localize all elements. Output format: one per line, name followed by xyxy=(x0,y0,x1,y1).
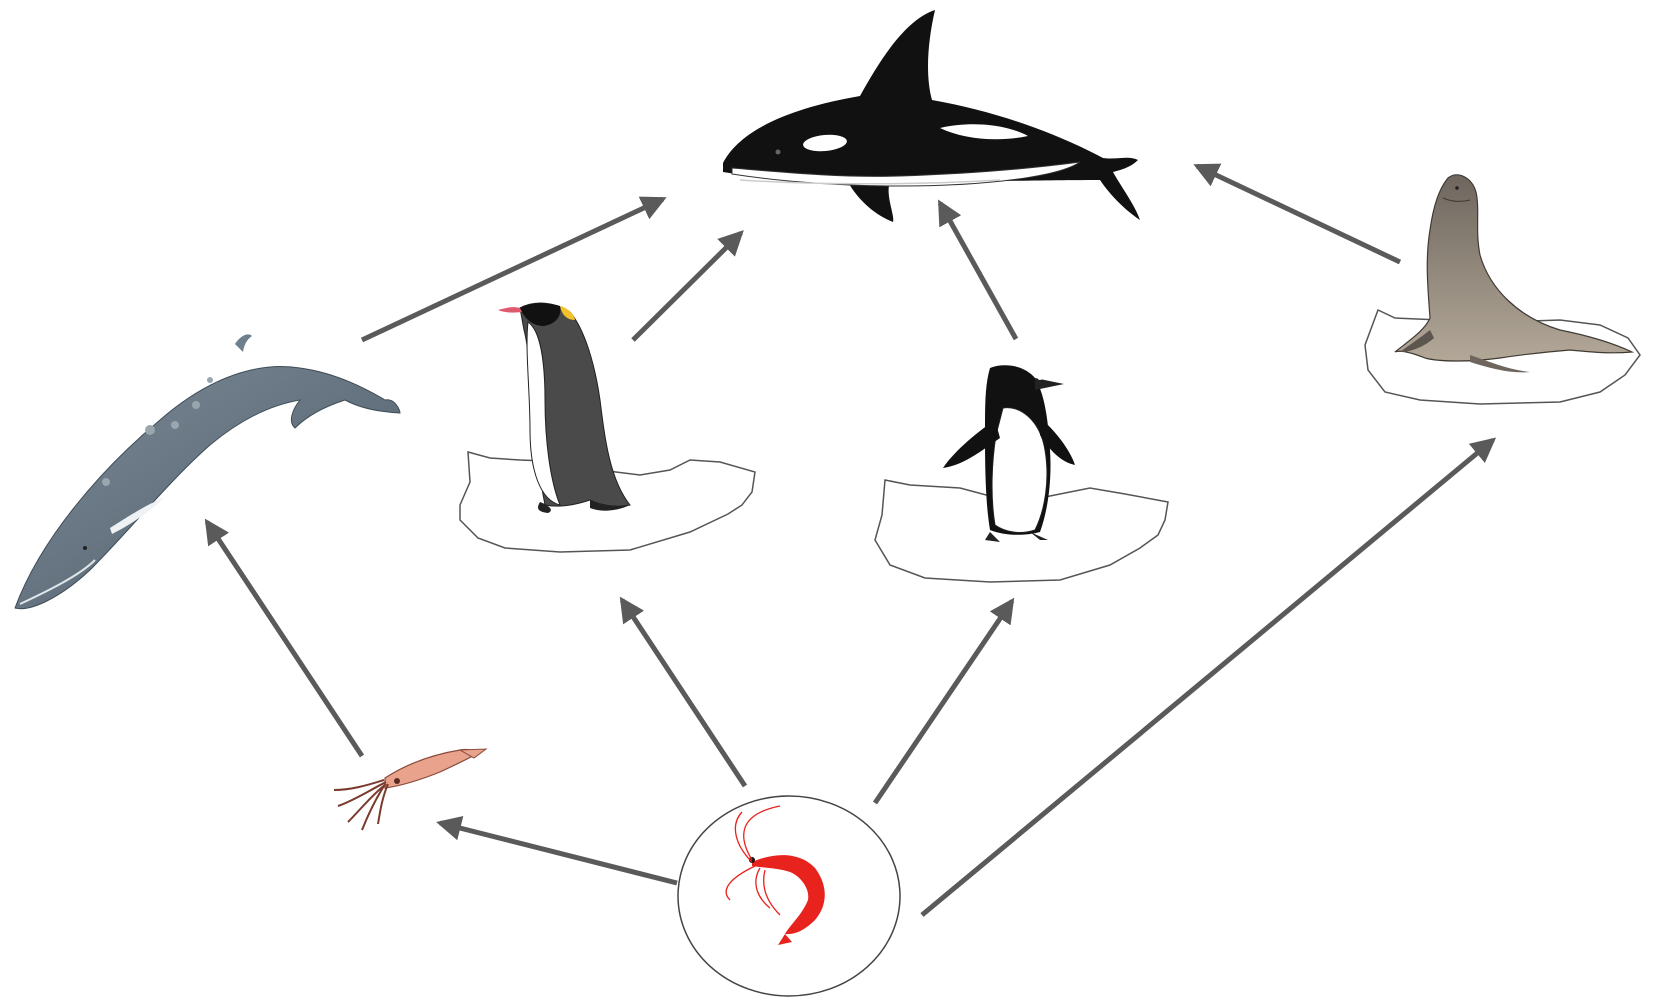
arrows xyxy=(204,163,1497,917)
arrow-krill-to-fur-seal xyxy=(920,437,1497,917)
arrow-krill-to-emperor-penguin xyxy=(619,596,748,788)
arrow-fur-seal-to-orca xyxy=(1193,163,1402,265)
arrow-krill-to-squid xyxy=(436,816,678,886)
arrow-adelie-penguin-to-orca xyxy=(937,199,1019,341)
baleen-whale-icon xyxy=(14,334,401,610)
arrow-krill-to-adelie-penguin xyxy=(872,597,1015,805)
adelie-penguin-icon xyxy=(943,365,1075,542)
fur-seal-icon xyxy=(1394,174,1635,373)
arrow-baleen-whale-to-orca xyxy=(360,196,667,343)
squid-icon xyxy=(333,748,488,831)
krill-node xyxy=(677,795,901,997)
orca-icon xyxy=(723,10,1140,222)
emperor-penguin-icon xyxy=(498,302,631,513)
arrow-squid-to-baleen-whale xyxy=(204,518,365,758)
arrow-emperor-penguin-to-orca xyxy=(631,230,744,342)
krill-circle xyxy=(677,795,901,997)
krill-icon xyxy=(725,805,825,945)
